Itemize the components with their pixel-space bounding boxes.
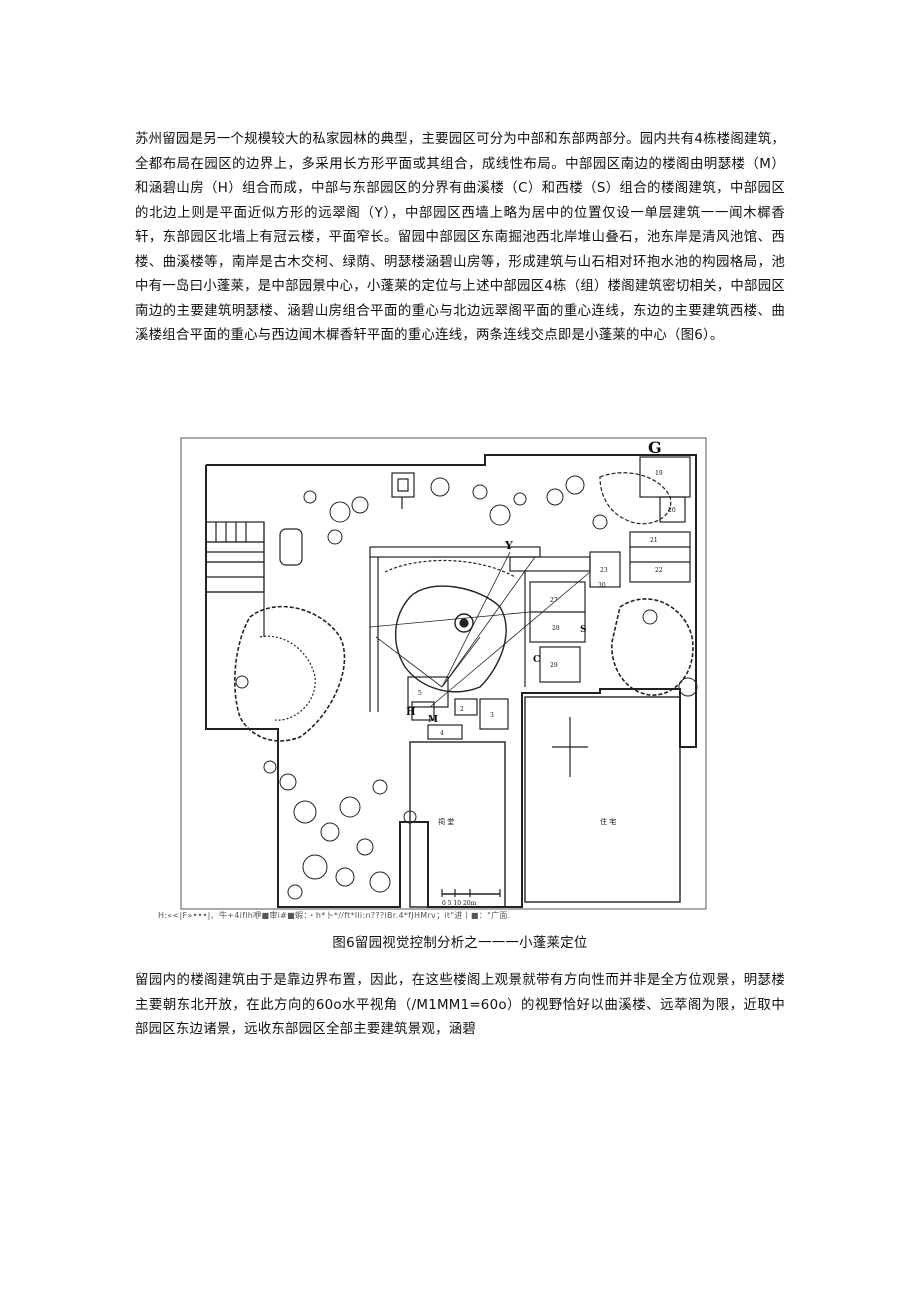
west-annex-buildings [205,521,303,637]
label-m: M [428,715,438,725]
central-pond [394,585,507,693]
building-number: 21 [650,537,658,544]
body-paragraph-2: 留园内的楼阁建筑由于是靠边界布置，因此，在这些楼阁上观景就带有方向性而并非是全方… [135,973,785,1037]
ancestral-hall [409,741,506,908]
figure-caption: 图6留园视觉控制分析之一一一小蓬莱定位 [332,936,588,951]
label-c: C [533,655,540,665]
sightlines [369,551,591,708]
label-scale: 0 5 10 20m [442,900,477,907]
south-buildings [407,676,509,740]
east-rockery [611,598,694,696]
label-h: H [406,707,415,718]
label-s: S [580,625,587,635]
xiaopenglai-center [454,613,474,633]
building-number: 4 [440,730,444,737]
label-y: Y [504,539,513,552]
body-paragraph-1: 苏州留园是另一个规模较大的私家园林的典型，主要园区可分为中部和东部两部分。园内共… [135,132,785,343]
scale-bar [441,889,501,897]
building-number: 27 [550,597,558,604]
label-hall-left: 祠 堂 [438,817,454,826]
north-pavilion [391,472,415,509]
residence-block [524,696,681,903]
building-number: 28 [552,625,560,632]
garden-boundary-wall [205,454,697,908]
east-buildings [529,456,691,683]
figure-ocr-text: H:«<|F»•••|、牛+4iflh咿■审i#■蝦：・h*卜*//ft*lli… [158,911,511,920]
west-rockery [234,605,346,742]
garden-plan-figure: G Y H M C S 祠 堂 住 宅 0 5 10 20m 19 20 21 … [180,437,707,910]
building-number: 22 [655,567,663,574]
label-hall-right: 住 宅 [600,817,616,826]
building-number: 30 [598,582,606,589]
north-arrow-cross [552,717,588,777]
building-number: 5 [418,690,422,697]
building-number: 23 [600,567,608,574]
building-number: 2 [460,706,464,713]
building-number: 19 [655,470,663,477]
building-number: 29 [550,662,558,669]
label-g: G [648,438,662,457]
building-number: 3 [490,712,494,719]
trees [235,475,698,900]
building-number: 20 [668,507,676,514]
